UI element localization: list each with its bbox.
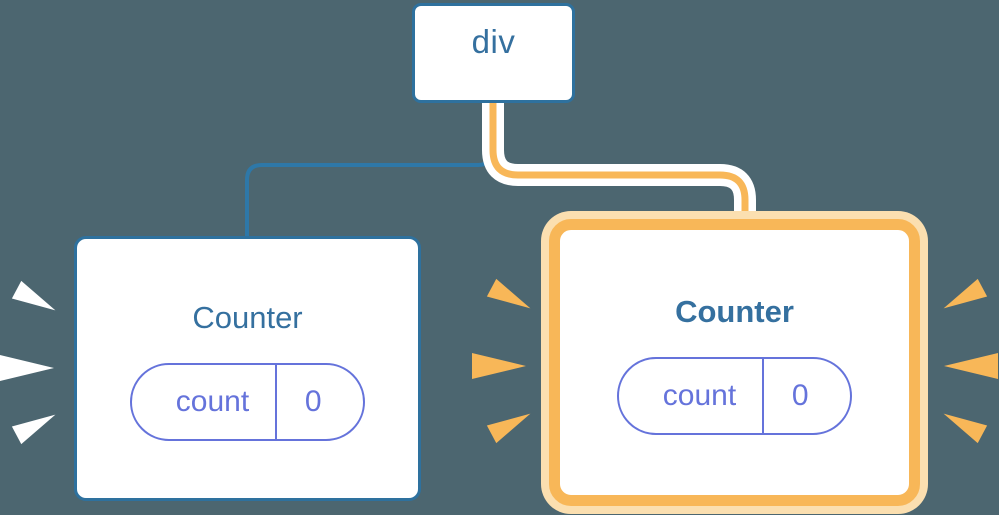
spark-ray-icon xyxy=(472,353,526,379)
node-counter-right-title: Counter xyxy=(675,294,794,329)
node-counter-right[interactable]: Counter count 0 xyxy=(549,219,920,506)
state-pill-counter-right: count 0 xyxy=(616,357,853,435)
spark-ray-icon xyxy=(944,353,998,379)
wire-root-to-counter-left xyxy=(245,101,495,238)
node-div-label: div xyxy=(471,22,516,60)
state-value-count: 0 xyxy=(275,365,363,439)
node-counter-left[interactable]: Counter count 0 xyxy=(74,236,421,501)
wire-root-to-counter-right-halo xyxy=(482,92,756,243)
state-value-count: 0 xyxy=(762,359,850,433)
state-pill-counter-left: count 0 xyxy=(129,363,366,441)
spark-ray-icon xyxy=(0,355,54,381)
wire-root-to-counter-right xyxy=(489,99,749,236)
node-div[interactable]: div xyxy=(412,3,575,103)
state-name-count: count xyxy=(662,379,737,412)
node-counter-left-title: Counter xyxy=(192,300,303,335)
state-name-count: count xyxy=(175,385,250,418)
